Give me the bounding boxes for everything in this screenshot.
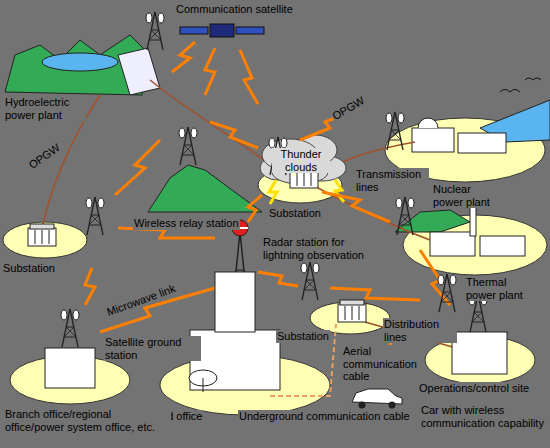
text-label: Microwave link	[104, 282, 178, 319]
text-label: OPGW	[329, 94, 367, 123]
text-label: Car with wireless communication capabili…	[420, 404, 547, 429]
text-label: Underground communication cable	[238, 410, 411, 423]
text-label: Communication satellite	[175, 3, 294, 16]
text-label: Operations/control site	[418, 382, 530, 395]
text-label: Aerial communication cable	[342, 345, 424, 383]
text-label: Thunder clouds	[272, 148, 330, 173]
text-label: Wireless relay station	[133, 217, 240, 230]
text-label: Radar station for lightning observation	[262, 236, 386, 261]
text-label: OPGW	[26, 141, 63, 172]
text-label: Substation	[276, 330, 330, 343]
text-label: Distribution lines	[383, 318, 457, 343]
text-label: Transmission lines	[355, 168, 429, 193]
text-label: Substation	[268, 207, 322, 220]
text-label: Branch office/regional office/power syst…	[4, 408, 171, 433]
text-label: Substation	[2, 262, 56, 275]
text-label: Thermal power plant	[465, 276, 537, 301]
text-label: Satellite ground station	[104, 336, 201, 361]
text-label: Nuclear power plant	[432, 183, 504, 208]
text-label: Hydroelectric power plant	[4, 96, 86, 121]
